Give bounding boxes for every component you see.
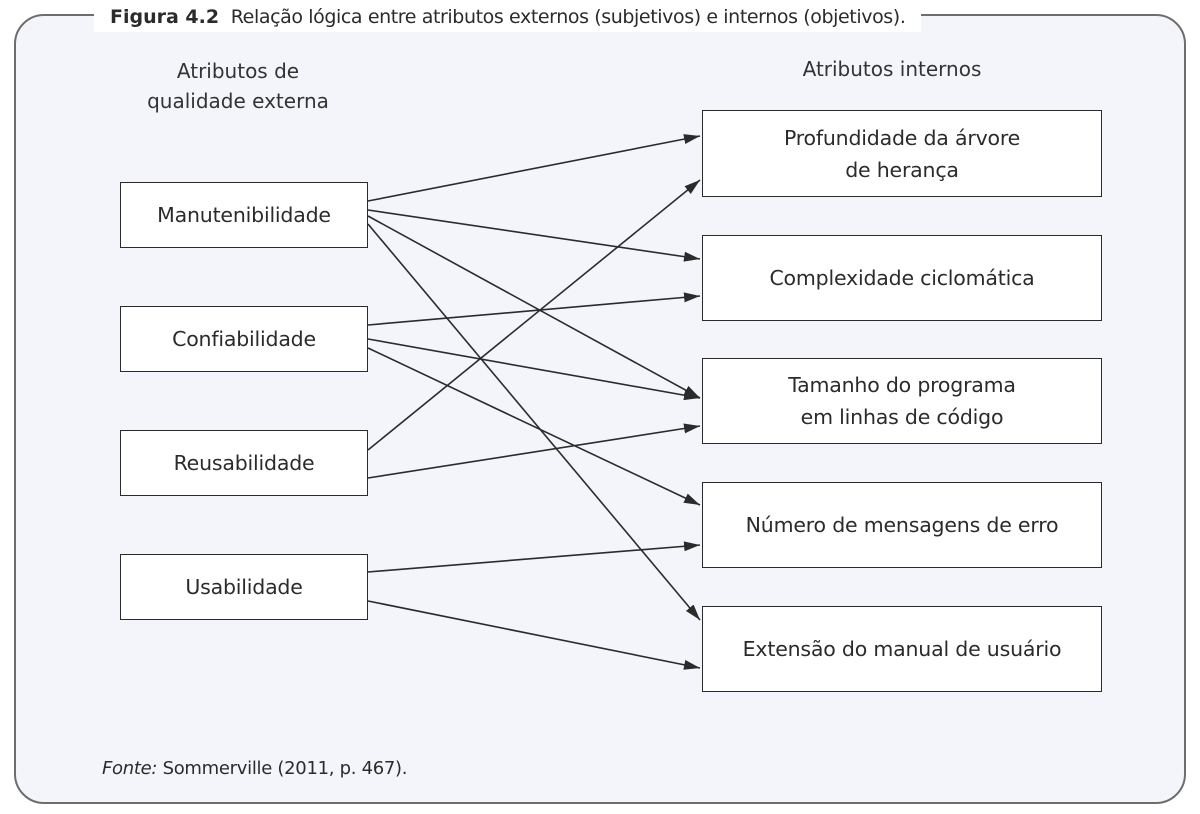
node-label: Usabilidade (185, 575, 303, 599)
external-attribute-confiabilidade: Confiabilidade (120, 306, 368, 372)
relation-arrow-manutenibilidade-to-tamanho (367, 215, 701, 399)
node-label: Tamanho do programa em linhas de código (788, 373, 1016, 429)
figure-title: Relação lógica entre atributos externos … (230, 6, 906, 28)
internal-attribute-complexidade: Complexidade ciclomática (702, 235, 1102, 321)
internal-attribute-profundidade: Profundidade da árvore de herança (702, 110, 1102, 197)
relation-arrow-usabilidade-to-manual (367, 600, 701, 670)
node-label: Manutenibilidade (157, 203, 331, 227)
external-column-header: Atributos de qualidade externa (128, 56, 348, 116)
relation-arrow-confiabilidade-to-complexidade (367, 292, 701, 326)
internal-column-header: Atributos internos (742, 54, 1042, 84)
source-label: Fonte: (102, 758, 158, 779)
relation-arrow-confiabilidade-to-tamanho (367, 338, 701, 401)
external-attribute-manutenibilidade: Manutenibilidade (120, 182, 368, 248)
source-note: Fonte: Sommerville (2011, p. 467). (102, 756, 407, 782)
node-label: Profundidade da árvore de herança (783, 125, 1021, 182)
internal-attribute-mensagens: Número de mensagens de erro (702, 482, 1102, 568)
node-label: Complexidade ciclomática (769, 266, 1035, 290)
relation-arrow-manutenibilidade-to-complexidade (367, 209, 701, 262)
node-label: Extensão do manual de usuário (742, 637, 1062, 661)
relation-arrow-confiabilidade-to-mensagens (367, 347, 701, 506)
node-label: Confiabilidade (172, 327, 316, 351)
external-attribute-usabilidade: Usabilidade (120, 554, 368, 620)
figure-label: Figura 4.2 (110, 6, 220, 28)
relation-arrow-reusabilidade-to-profundidade (367, 179, 701, 451)
figure-caption: Figura 4.2 Relação lógica entre atributo… (94, 2, 922, 32)
relation-arrow-manutenibilidade-to-manual (367, 223, 701, 621)
node-label: Reusabilidade (173, 451, 315, 475)
source-text: Sommerville (2011, p. 467). (162, 758, 408, 779)
relation-arrow-usabilidade-to-mensagens (367, 541, 701, 573)
external-attribute-reusabilidade: Reusabilidade (120, 430, 368, 496)
internal-attribute-tamanho: Tamanho do programa em linhas de código (702, 358, 1102, 444)
external-header-text: Atributos de qualidade externa (147, 59, 329, 113)
relation-arrow-manutenibilidade-to-profundidade (367, 134, 701, 202)
relation-arrow-reusabilidade-to-tamanho (367, 423, 701, 479)
node-label: Número de mensagens de erro (745, 513, 1059, 537)
internal-attribute-manual: Extensão do manual de usuário (702, 606, 1102, 692)
internal-header-text: Atributos internos (802, 57, 982, 81)
